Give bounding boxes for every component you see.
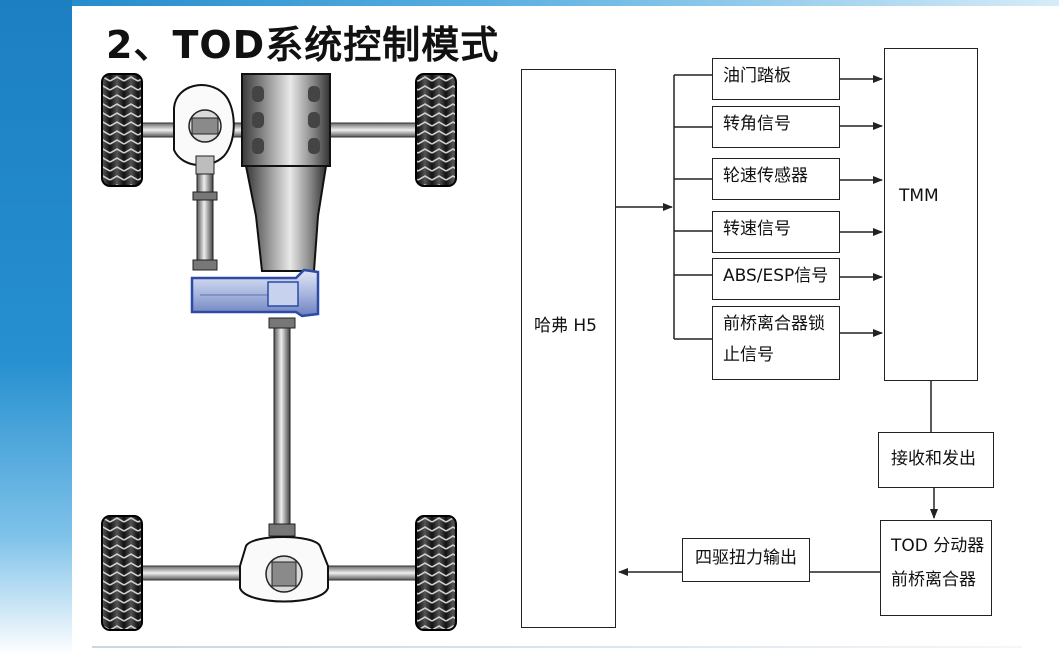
slide-title: 2、TOD系统控制模式: [106, 23, 500, 67]
signal-box-throttle: 油门踏板: [712, 58, 840, 100]
rear-propshaft: [273, 325, 291, 537]
front-differential: [173, 84, 235, 175]
footer-line: [92, 646, 1022, 648]
controller-box-tmm: TMM: [884, 48, 978, 381]
signal-box-wheel-speed: 轮速传感器: [712, 158, 840, 200]
front-propshaft: [196, 173, 214, 267]
gearbox: [244, 165, 328, 272]
signal-box-abs-esp: ABS/ESP信号: [712, 258, 840, 300]
front-right-wheel: [415, 73, 457, 187]
rear-right-wheel: [415, 515, 457, 631]
left-accent-bar: [0, 0, 72, 655]
front-left-wheel: [101, 73, 143, 187]
actuator-box: TOD 分动器 前桥离合器: [880, 520, 992, 616]
transceiver-box: 接收和发出: [878, 432, 994, 488]
signal-box-steering-angle: 转角信号: [712, 106, 840, 148]
source-box: 哈弗 H5: [521, 69, 616, 628]
signal-box-engine-speed: 转速信号: [712, 211, 840, 253]
drivetrain-illustration: [101, 73, 457, 631]
engine: [241, 73, 331, 167]
signal-box-front-clutch-lock: 前桥离合器锁止信号: [712, 306, 840, 380]
output-box: 四驱扭力输出: [682, 538, 810, 582]
rear-left-wheel: [101, 515, 143, 631]
transfer-case: [190, 268, 320, 318]
rear-differential: [239, 536, 329, 603]
top-accent-line: [0, 0, 1059, 6]
